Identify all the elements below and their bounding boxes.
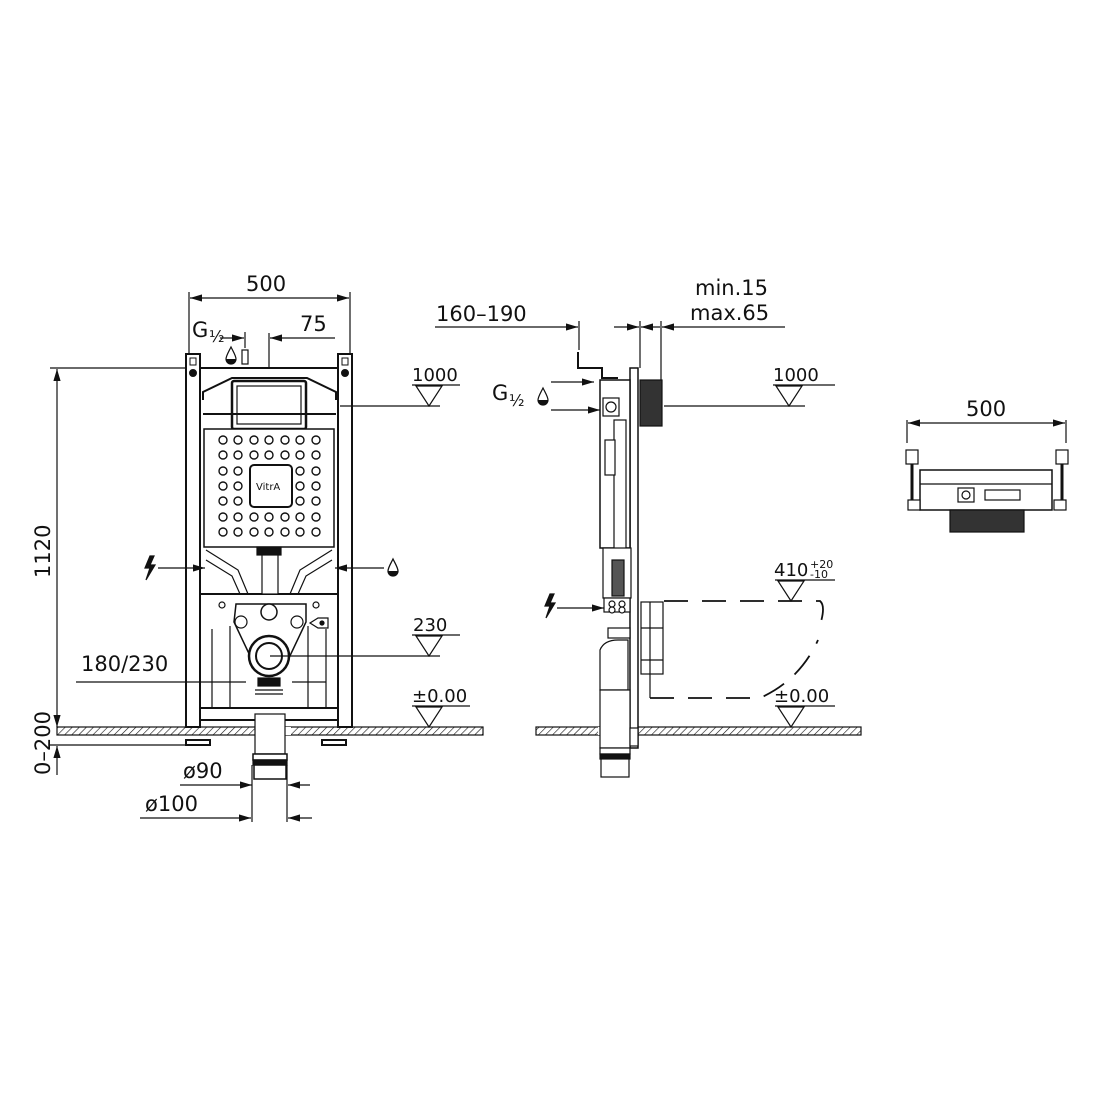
front-height-dimension: 1120 0–200 [31,367,190,775]
pipe-inner-label: ø90 [183,759,223,783]
top-view: 500 [905,397,1069,533]
half-label: ½ [209,327,225,346]
side-frame [577,352,663,778]
side-g-label: G [492,381,508,405]
drain-height-label: 180/230 [81,652,168,676]
g-label: G [192,318,208,342]
seat-tol-plus: +20 [810,558,833,571]
flush-pipes [205,546,333,595]
side-water-inlet: G ½ [492,378,600,414]
height-label: 1120 [31,525,55,578]
drain-pipe [252,713,288,780]
side-top-dimensions: 160–190 min.15 max.65 [435,276,785,385]
floor-adjust-label: 0–200 [31,711,55,775]
front-width-label: 500 [246,272,286,296]
front-width-dimension: 500 [188,272,351,355]
seat-height-label: 410 [774,560,808,581]
side-levels: 1000 410 +20 -10 ±0.00 [664,365,835,729]
side-floor [535,726,862,736]
front-view: 500 G ½ 75 1120 0–200 [31,272,484,822]
wall-min-label: min.15 [695,276,768,300]
side-view: 160–190 min.15 max.65 [435,276,862,778]
frame [185,353,353,746]
side-level-floor: ±0.00 [774,686,829,707]
front-levels: 1000 230 ±0.00 180/230 [76,365,470,729]
depth-label: 160–190 [436,302,527,326]
water-inlet-dimension: G ½ 75 [192,312,335,368]
side-half-label: ½ [509,391,525,410]
wc-bowl-outline [640,600,824,699]
side-level-1000: 1000 [773,365,819,386]
seat-tol-minus: -10 [810,568,828,581]
front-level-1000: 1000 [412,365,458,386]
brand-logo: VitrA [256,482,280,493]
cistern-panel: VitrA [203,428,335,548]
pipe-dimensions: ø90 ø100 [140,759,312,822]
electric-supply-icon [544,593,557,619]
pan-connector [211,601,329,708]
supply-arrows [144,555,399,581]
front-level-230: 230 [413,615,447,636]
pipe-outer-label: ø100 [145,792,198,816]
front-level-floor: ±0.00 [412,686,467,707]
wall-max-label: max.65 [690,301,769,325]
top-width-label: 500 [966,397,1006,421]
side-electric [544,593,604,619]
offset-label: 75 [300,312,327,336]
electric-supply-icon [144,555,157,581]
